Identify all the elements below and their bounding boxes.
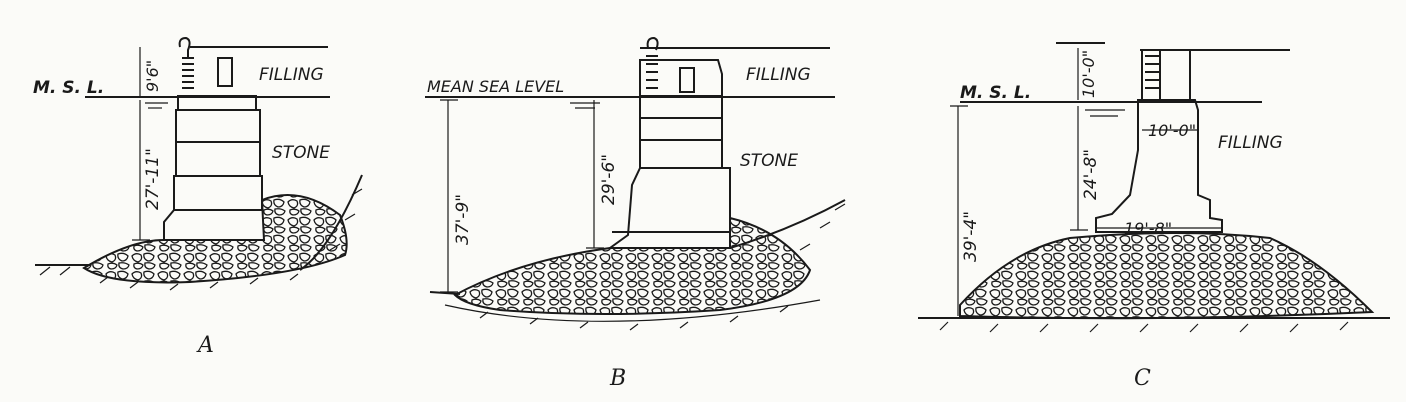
stone-block [639, 95, 723, 119]
dimension-label: 37'-9" [453, 194, 473, 245]
coping-block [217, 57, 233, 87]
coping-block [639, 59, 723, 97]
water-level-label: M. S. L. [33, 78, 104, 98]
footing-block [163, 209, 265, 243]
section-a: 9'6" 27'-11" M. S. L. FILLING STONE A [33, 36, 363, 358]
figure-caption: A [196, 333, 214, 358]
section-b: 37'-9" 29'-6" MEAN SEA LEVEL FILLING STO… [425, 36, 846, 391]
water-level-label: MEAN SEA LEVEL [427, 77, 564, 96]
stone-block [175, 109, 261, 143]
figure-caption: C [1134, 366, 1151, 391]
dimension-label: 29'-6" [599, 154, 619, 205]
dimension-label: 24'-8" [1081, 149, 1101, 200]
stone-block [175, 141, 261, 177]
dimension-label: 27'-11" [143, 148, 163, 210]
ground-line [429, 199, 846, 295]
material-label: FILLING [746, 65, 811, 85]
water-level-label: M. S. L. [960, 83, 1031, 103]
material-label: FILLING [1218, 133, 1283, 153]
section-c: 10'-0" 24'-8" 10'-0" 19'-8" 39'-4" M. S.… [918, 42, 1390, 391]
figure-caption: B [609, 366, 626, 391]
dimension-label: 39'-4" [961, 211, 981, 262]
dimension-label: 10'-0" [1079, 50, 1098, 98]
bollard [1141, 50, 1161, 100]
material-label: STONE [272, 143, 330, 163]
stone-block [173, 175, 263, 211]
rubble-mound [453, 216, 812, 315]
wall-body [1095, 50, 1223, 233]
material-label: FILLING [259, 65, 324, 85]
dimension-label: 10'-0" [1148, 121, 1196, 140]
stone-block [639, 117, 723, 141]
bollard [646, 36, 659, 89]
footing-block [606, 167, 731, 249]
dimension-label: 19'-8" [1124, 219, 1172, 238]
ground-line [35, 174, 363, 271]
bollard [178, 36, 194, 89]
dimension-label: 9'6" [143, 60, 162, 92]
material-label: STONE [740, 151, 798, 171]
stone-block [639, 139, 723, 169]
rubble-mound [959, 232, 1375, 320]
rubble-mound [82, 194, 348, 284]
